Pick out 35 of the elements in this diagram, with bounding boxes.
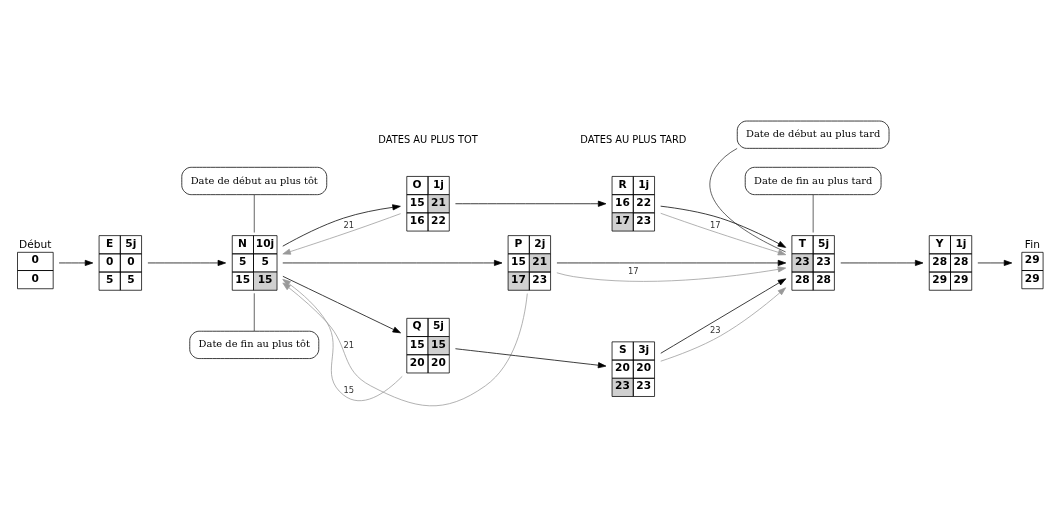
arrow (282, 212, 401, 255)
label: DATES AU PLUS TOT (378, 133, 478, 145)
arrow (660, 205, 787, 248)
arrow (977, 259, 1013, 266)
node-box: Date de fin au plus tôt (189, 330, 320, 359)
arrow (840, 259, 924, 266)
arrow (282, 282, 528, 406)
arrow (660, 212, 787, 255)
edge-label: 21 (343, 339, 355, 350)
node-box: Date de fin au plus tard (744, 166, 882, 195)
node-box: Date de début au plus tôt (181, 166, 328, 195)
edge-label: 21 (343, 219, 355, 230)
arrow (147, 259, 226, 266)
edge-label: 23 (709, 324, 721, 335)
arrow (282, 259, 503, 266)
arrow (455, 200, 607, 207)
node-box: Date de début au plus tard (736, 120, 890, 149)
label: DATES AU PLUS TARD (580, 133, 687, 145)
arrow (660, 286, 786, 362)
edge-label: 15 (343, 384, 355, 395)
arrow (556, 259, 787, 266)
arrow (660, 277, 787, 354)
arrow (455, 347, 607, 368)
edge-label: 17 (709, 219, 721, 230)
arrow (282, 203, 401, 247)
edge-label: 17 (628, 265, 639, 276)
connector (812, 193, 814, 233)
arrow (282, 278, 403, 401)
arrow (556, 265, 787, 282)
connector (709, 147, 786, 252)
arrow (282, 275, 401, 333)
arrow (58, 259, 94, 266)
node-label: Fin (1024, 237, 1040, 251)
connector (253, 193, 255, 233)
node-label: Début (19, 237, 52, 251)
